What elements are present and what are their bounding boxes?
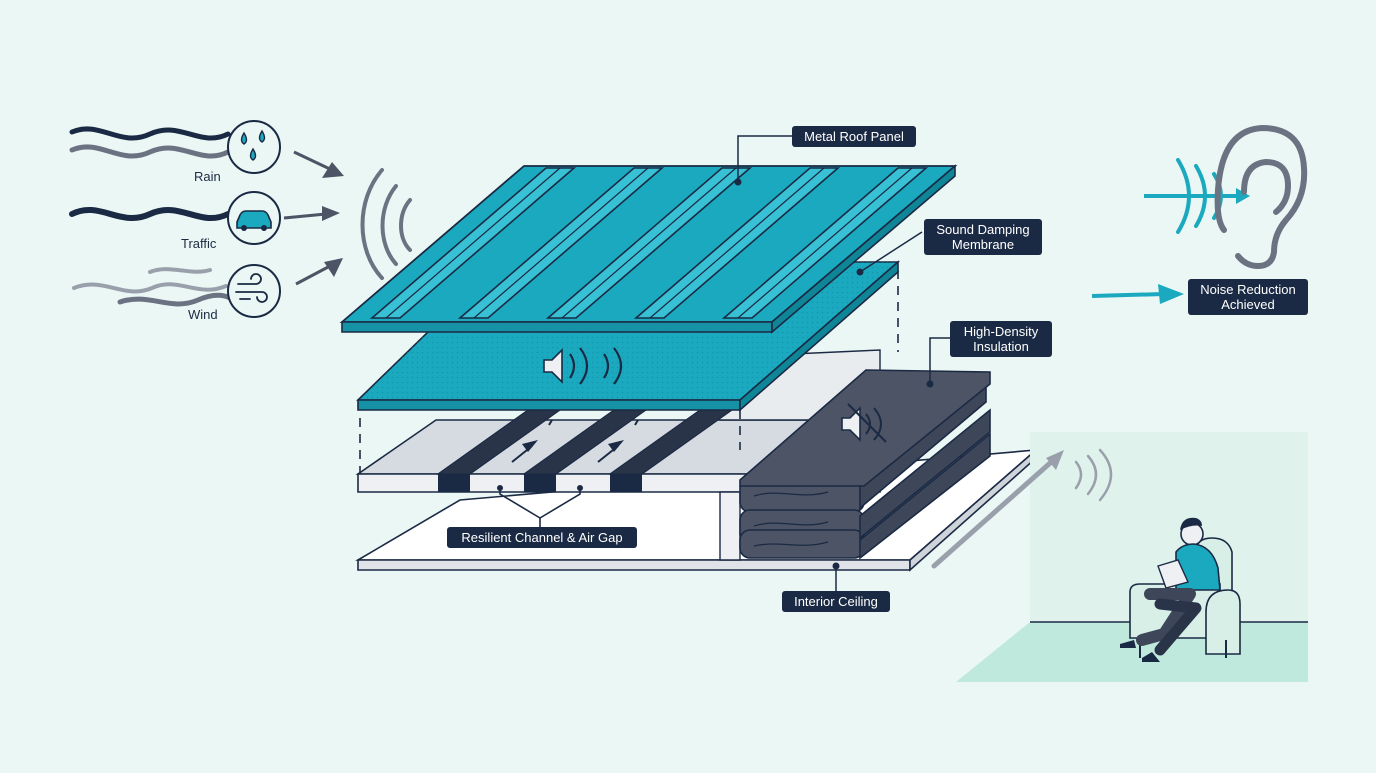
person-reading-icon <box>1120 517 1241 662</box>
label-noise-reduction-line2: Achieved <box>1221 297 1275 312</box>
car-icon <box>227 191 281 245</box>
label-interior-ceiling: Interior Ceiling <box>782 591 890 612</box>
noise-source-rain <box>69 120 344 178</box>
dashed-guides <box>359 270 899 474</box>
label-metal-roof-panel-text: Metal Roof Panel <box>804 129 904 144</box>
incoming-sound-waves <box>360 168 412 280</box>
label-metal-roof-panel: Metal Roof Panel <box>792 126 916 147</box>
result-arrow <box>1091 284 1184 304</box>
label-resilient-channel-air-gap: Resilient Channel & Air Gap <box>447 527 637 548</box>
insulation-batts <box>739 369 991 560</box>
resilient-channels <box>436 409 734 492</box>
muted-speaker-icon <box>841 403 887 443</box>
source-label-rain: Rain <box>194 169 221 184</box>
interior-room <box>931 432 1308 682</box>
label-high-density-insulation: High-Density Insulation <box>950 321 1052 357</box>
noise-source-traffic <box>69 191 340 245</box>
label-sound-damping-membrane: Sound Damping Membrane <box>924 219 1042 255</box>
label-sound-damping-line1: Sound Damping <box>936 222 1030 237</box>
label-resilient-channel-text: Resilient Channel & Air Gap <box>461 530 623 545</box>
filtered-sound-waves <box>1144 158 1250 234</box>
speaker-icon <box>543 347 623 385</box>
label-interior-ceiling-text: Interior Ceiling <box>794 594 878 609</box>
label-sound-damping-line2: Membrane <box>951 237 1015 252</box>
label-insulation-line2: Insulation <box>973 339 1029 354</box>
label-noise-reduction-line1: Noise Reduction <box>1200 282 1296 297</box>
wind-icon <box>227 264 281 318</box>
metal-roof-panel <box>339 164 958 334</box>
rain-drops-icon <box>227 120 281 174</box>
leader-lines <box>737 135 950 592</box>
label-insulation-line1: High-Density <box>963 324 1039 339</box>
noise-source-wind <box>72 258 343 318</box>
source-label-traffic: Traffic <box>181 236 217 251</box>
source-label-wind: Wind <box>188 307 218 322</box>
label-noise-reduction-achieved: Noise Reduction Achieved <box>1188 279 1308 315</box>
air-gap-bracket <box>497 485 583 528</box>
ear-icon <box>1214 124 1308 270</box>
